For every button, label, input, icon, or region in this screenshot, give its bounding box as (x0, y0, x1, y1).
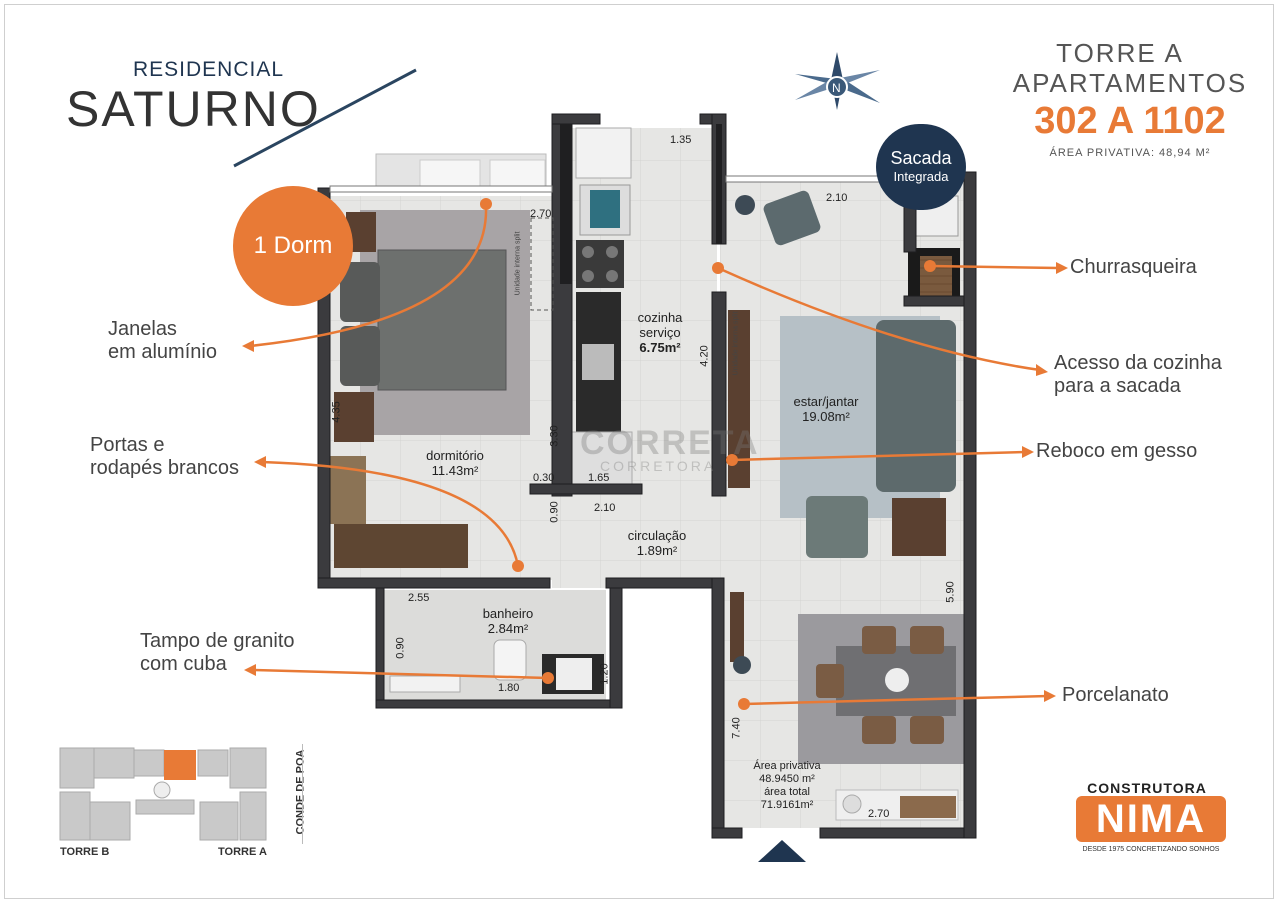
apartment-range: 302 A 1102 (1034, 100, 1226, 142)
page-frame (4, 4, 1274, 899)
callout-reboco: Reboco em gesso (1036, 440, 1198, 462)
dim-0-30: 0.30 (533, 472, 555, 484)
room-area: 19.08m² (802, 409, 850, 424)
room-name-2: serviço (639, 325, 681, 340)
callout-line: Janelas (108, 318, 177, 340)
dorm-badge: 1 Dorm (233, 186, 353, 306)
area-summary: Área privativa 48.9450 m² área total 71.… (740, 760, 834, 812)
site-plan-map (59, 747, 267, 841)
callout-porcelanato: Porcelanato (1062, 684, 1169, 706)
torre-label: TORRE A (1056, 38, 1184, 68)
callout-line: Tampo de granito (140, 630, 295, 652)
builder-construtora: CONSTRUTORA (1087, 780, 1207, 796)
room-area: 11.43m² (431, 463, 479, 478)
room-name: banheiro (482, 606, 534, 621)
room-name: cozinha (637, 310, 683, 325)
room-dormitorio: dormitório 11.43m² (400, 448, 510, 478)
svg-text:N: N (832, 81, 841, 95)
logo-name: SATURNO (66, 81, 321, 137)
callout-tampo: Tampo de granito com cuba (140, 630, 295, 676)
dim-2-55: 2.55 (408, 592, 430, 604)
dim-1-65: 1.65 (588, 472, 610, 484)
dim-1-80: 1.80 (498, 682, 520, 694)
room-area: 2.84m² (487, 621, 529, 636)
dim-2-70-dorm: 2.70 (530, 208, 552, 220)
residencial-label: RESIDENCIAL (133, 58, 285, 81)
dim-1-35: 1.35 (670, 134, 692, 146)
room-name: estar/jantar (793, 394, 859, 409)
room-name: dormitório (426, 448, 484, 463)
room-name: circulação (627, 528, 687, 543)
callout-line: com cuba (140, 653, 227, 675)
compass-rose-icon: N (795, 52, 880, 110)
saturn-ring-icon (233, 68, 417, 168)
callout-line: em alumínio (108, 341, 217, 363)
apartamentos-label: APARTAMENTOS (1012, 68, 1248, 98)
builder-slogan: DESDE 1975 CONCRETIZANDO SONHOS (1082, 846, 1220, 853)
dim-2-10-circ: 2.10 (594, 502, 616, 514)
callout-line: Acesso da cozinha (1054, 352, 1222, 374)
site-plan-divider (302, 744, 303, 844)
sacada-badge: Sacada Integrada (876, 124, 966, 210)
callout-churrasqueira: Churrasqueira (1070, 256, 1197, 278)
area-privativa-header: ÁREA PRIVATIVA: 48,94 M² (1049, 147, 1211, 159)
sacada-subtitle: Integrada (893, 169, 949, 184)
room-banheiro: banheiro 2.84m² (468, 606, 548, 636)
callout-line: para a sacada (1054, 375, 1181, 397)
watermark-line2: CORRETORA (600, 458, 717, 474)
site-plan-torre-a: TORRE A (218, 846, 267, 858)
room-cozinha: cozinha serviço 6.75m² (620, 310, 700, 355)
site-plan-street: CONDE DE POA (294, 749, 307, 835)
sacada-title: Sacada (890, 148, 952, 168)
callout-portas: Portas e rodapés brancos (90, 434, 239, 480)
dim-2-10-sacada: 2.10 (826, 192, 848, 204)
callout-line: rodapés brancos (90, 457, 239, 479)
area-value: 48.9450 m² (759, 773, 815, 785)
callout-acesso: Acesso da cozinha para a sacada (1054, 352, 1222, 398)
room-area: 6.75m² (639, 340, 681, 355)
builder-logo: NIMA (1076, 796, 1226, 842)
site-plan-torre-b: TORRE B (60, 846, 110, 858)
room-circulacao: circulação 1.89m² (612, 528, 702, 558)
callout-janelas: Janelas em alumínio (108, 318, 217, 364)
entry-arrow-icon (758, 840, 806, 862)
callout-line: Portas e (90, 434, 165, 456)
dim-2-70-shelf: 2.70 (868, 808, 890, 820)
area-total-label: área total (764, 786, 810, 798)
area-total-value: 71.9161m² (760, 799, 814, 811)
room-area: 1.89m² (636, 543, 678, 558)
area-label: Área privativa (753, 760, 821, 772)
room-estar: estar/jantar 19.08m² (776, 394, 876, 424)
